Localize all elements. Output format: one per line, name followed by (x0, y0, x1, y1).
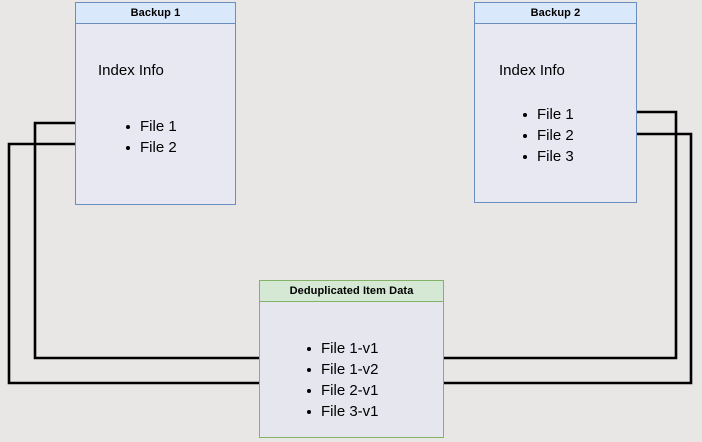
list-item[interactable]: File 2 (126, 137, 177, 158)
node-deduplicated-item-data-title: Deduplicated Item Data (260, 281, 443, 302)
list-item-label: File 1 (537, 106, 574, 123)
node-backup-2[interactable]: Backup 2 Index Info File 1 File 2 File 3 (474, 2, 637, 203)
node-backup-2-index-label: Index Info (499, 62, 565, 79)
node-backup-2-file-list: File 1 File 2 File 3 (523, 104, 574, 167)
list-item[interactable]: File 2 (523, 125, 574, 146)
list-item[interactable]: File 3 (523, 146, 574, 167)
bullet-icon (126, 146, 130, 150)
node-backup-2-title: Backup 2 (475, 3, 636, 24)
bullet-icon (523, 113, 527, 117)
list-item-label: File 2 (140, 139, 177, 156)
list-item[interactable]: File 2-v1 (307, 380, 379, 401)
node-backup-1-file-list: File 1 File 2 (126, 116, 177, 158)
list-item-label: File 2 (537, 127, 574, 144)
list-item[interactable]: File 3-v1 (307, 401, 379, 422)
list-item-label: File 1-v2 (321, 361, 379, 378)
list-item-label: File 1 (140, 118, 177, 135)
bullet-icon (307, 389, 311, 393)
list-item-label: File 3 (537, 148, 574, 165)
bullet-icon (307, 347, 311, 351)
node-backup-1[interactable]: Backup 1 Index Info File 1 File 2 (75, 2, 236, 205)
node-backup-1-body: Index Info File 1 File 2 (76, 24, 235, 204)
list-item[interactable]: File 1 (126, 116, 177, 137)
list-item[interactable]: File 1-v1 (307, 338, 379, 359)
node-deduplicated-item-data[interactable]: Deduplicated Item Data File 1-v1 File 1-… (259, 280, 444, 438)
node-backup-1-index-label: Index Info (98, 62, 164, 79)
list-item-label: File 3-v1 (321, 403, 379, 420)
list-item-label: File 1-v1 (321, 340, 379, 357)
bullet-icon (307, 410, 311, 414)
bullet-icon (126, 125, 130, 129)
node-backup-2-body: Index Info File 1 File 2 File 3 (475, 24, 636, 202)
node-deduplicated-item-data-file-list: File 1-v1 File 1-v2 File 2-v1 File 3-v1 (307, 338, 379, 422)
bullet-icon (523, 155, 527, 159)
list-item[interactable]: File 1-v2 (307, 359, 379, 380)
node-deduplicated-item-data-body: File 1-v1 File 1-v2 File 2-v1 File 3-v1 (260, 302, 443, 437)
bullet-icon (307, 368, 311, 372)
list-item-label: File 2-v1 (321, 382, 379, 399)
list-item[interactable]: File 1 (523, 104, 574, 125)
node-backup-1-title: Backup 1 (76, 3, 235, 24)
bullet-icon (523, 134, 527, 138)
